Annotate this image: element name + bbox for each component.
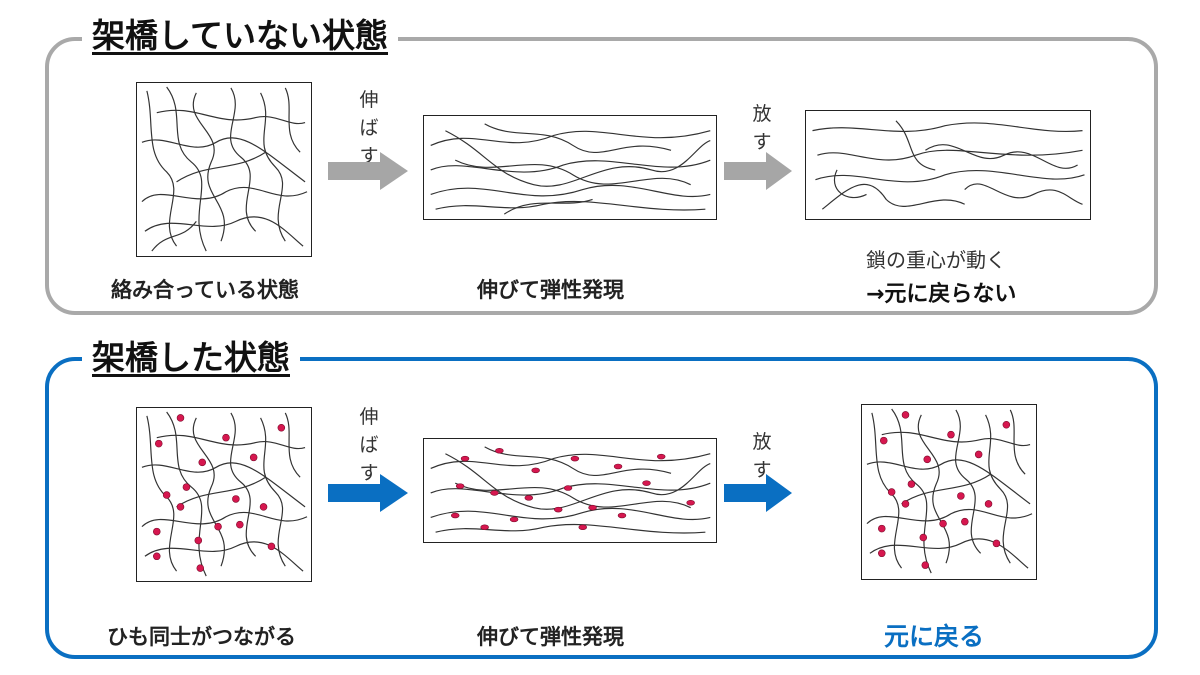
stretch-arrow-top bbox=[328, 152, 408, 190]
restored-chains-drawing bbox=[866, 408, 1033, 574]
deformed-chains-box bbox=[805, 110, 1091, 220]
returns-to-original-label: 元に戻る bbox=[884, 622, 985, 651]
stretched-chains-box bbox=[423, 115, 717, 220]
stretched-linked-drawing bbox=[430, 446, 711, 534]
stretch-label-bottom: 伸 ば す bbox=[359, 406, 379, 484]
crosslinked-title: 架橋した状態 bbox=[82, 338, 300, 378]
uncrosslinked-panel bbox=[45, 37, 1158, 315]
release-label-top: 放 す bbox=[752, 103, 772, 153]
restored-chains-box bbox=[861, 404, 1037, 580]
stretched-chains-drawing bbox=[430, 123, 711, 215]
crosslinked-panel bbox=[45, 357, 1158, 659]
stretched-caption-bottom: 伸びて弾性発現 bbox=[477, 625, 624, 649]
linked-chains-drawing bbox=[141, 411, 308, 577]
deformed-chains-drawing bbox=[812, 120, 1085, 210]
entangled-chains-box bbox=[136, 82, 312, 257]
stretch-arrow-bottom bbox=[328, 474, 408, 512]
release-arrow-top bbox=[724, 152, 792, 190]
chain-shift-note: 鎖の重心が動く bbox=[866, 248, 1006, 272]
release-arrow-bottom bbox=[724, 474, 792, 512]
linked-chains-box bbox=[136, 407, 312, 582]
stretch-label-top: 伸 ば す bbox=[359, 89, 379, 167]
entangled-caption: 絡み合っている状態 bbox=[111, 278, 299, 302]
linked-caption: ひも同士がつながる bbox=[107, 625, 296, 649]
stretched-linked-box bbox=[423, 438, 717, 543]
uncrosslinked-title: 架橋していない状態 bbox=[82, 16, 399, 56]
no-return-note: →元に戻らない bbox=[866, 282, 1017, 307]
stretched-caption-top: 伸びて弾性発現 bbox=[477, 278, 624, 302]
entangled-chains-drawing bbox=[141, 86, 308, 252]
